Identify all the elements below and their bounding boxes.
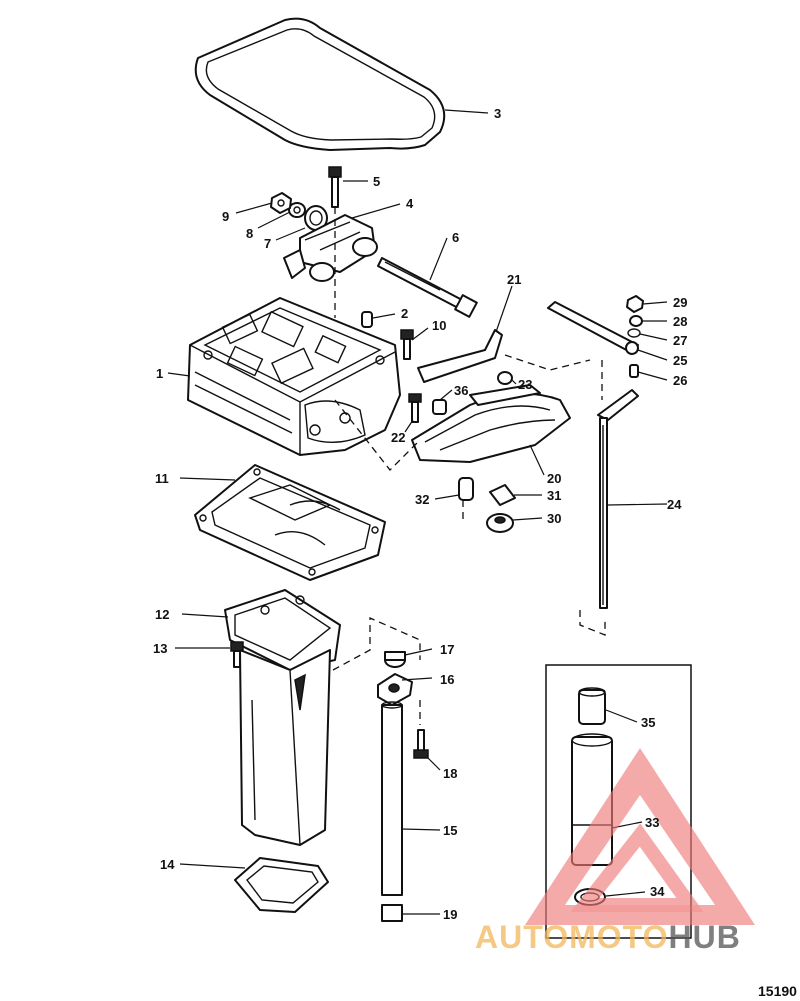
callout-10: 10 [432,318,446,333]
watermark-text-hub: HUB [668,919,740,955]
callout-14: 14 [160,857,175,872]
callout-35: 35 [641,715,655,730]
callout-3: 3 [494,106,501,121]
part-32-pin [458,477,474,501]
part-28-washer [629,315,643,327]
callout-1: 1 [156,366,163,381]
callout-9: 9 [222,209,229,224]
callout-6: 6 [452,230,459,245]
part-29-nut [626,295,644,313]
callout-5: 5 [373,174,380,189]
callout-22: 22 [391,430,405,445]
leader-lines [167,109,668,915]
callout-17: 17 [440,642,454,657]
callout-4: 4 [406,196,414,211]
callout-34: 34 [650,884,665,899]
callout-12: 12 [155,607,169,622]
part-13-bolt [230,641,244,668]
part-17-grommet [384,651,406,668]
callout-24: 24 [667,497,682,512]
part-3-seal [194,17,446,151]
part-19-grommet [381,904,403,922]
callout-labels: 1 2 3 4 5 6 7 8 9 10 11 12 13 14 15 16 1… [153,106,687,922]
callout-15: 15 [443,823,457,838]
part-31-clip [489,484,516,506]
assembly-lines [332,207,606,725]
callout-31: 31 [547,488,561,503]
part-20-guard [411,384,571,463]
part-16-seal [377,673,413,706]
callout-25: 25 [673,353,687,368]
part-9-nut [270,192,292,214]
callout-21: 21 [507,272,521,287]
part-1-adapter-plate [187,297,401,456]
part-24-rod [597,389,639,609]
part-26-pin [629,364,639,378]
callout-18: 18 [443,766,457,781]
part-8-washer [288,202,306,218]
part-22-bolt [408,393,422,423]
part-15-water-tube [381,701,403,896]
callout-29: 29 [673,295,687,310]
part-12-housing [224,589,341,846]
callout-20: 20 [547,471,561,486]
callout-2: 2 [401,306,408,321]
callout-30: 30 [547,511,561,526]
callout-13: 13 [153,641,167,656]
callout-19: 19 [443,907,457,922]
part-27-clip [627,328,641,338]
part-14-gasket [234,857,329,913]
part-11-gasket [194,464,386,581]
part-25-lever [547,301,639,355]
part-23-screw [497,371,513,385]
part-7-washer [304,205,328,231]
inset-box [545,664,692,939]
watermark-triangle-icon [525,748,755,925]
part-36-bushing [432,399,447,415]
part-35-bushing [578,687,606,725]
part-10-bolt [400,329,414,360]
watermark-logo: AUTOMOTOHUB [475,748,755,955]
watermark-text-automoto: AUTOMOTO [475,919,668,955]
figure-number: 15190 [758,983,797,999]
callout-11: 11 [155,471,169,486]
callout-36: 36 [454,383,468,398]
part-4-bracket [283,214,378,282]
callout-27: 27 [673,333,687,348]
part-21-strip [417,329,503,383]
callout-7: 7 [264,236,271,251]
part-18-screw [413,729,429,759]
part-30-grommet [486,513,514,533]
part-5-bolt [328,166,342,208]
part-2-dowel [361,311,373,328]
callout-28: 28 [673,314,687,329]
part-6-long-bolt [377,257,478,318]
callout-26: 26 [673,373,687,388]
callout-33: 33 [645,815,659,830]
callout-16: 16 [440,672,454,687]
callout-23: 23 [518,377,532,392]
callout-8: 8 [246,226,253,241]
callout-32: 32 [415,492,429,507]
svg-text:AUTOMOTOHUB: AUTOMOTOHUB [475,919,741,955]
